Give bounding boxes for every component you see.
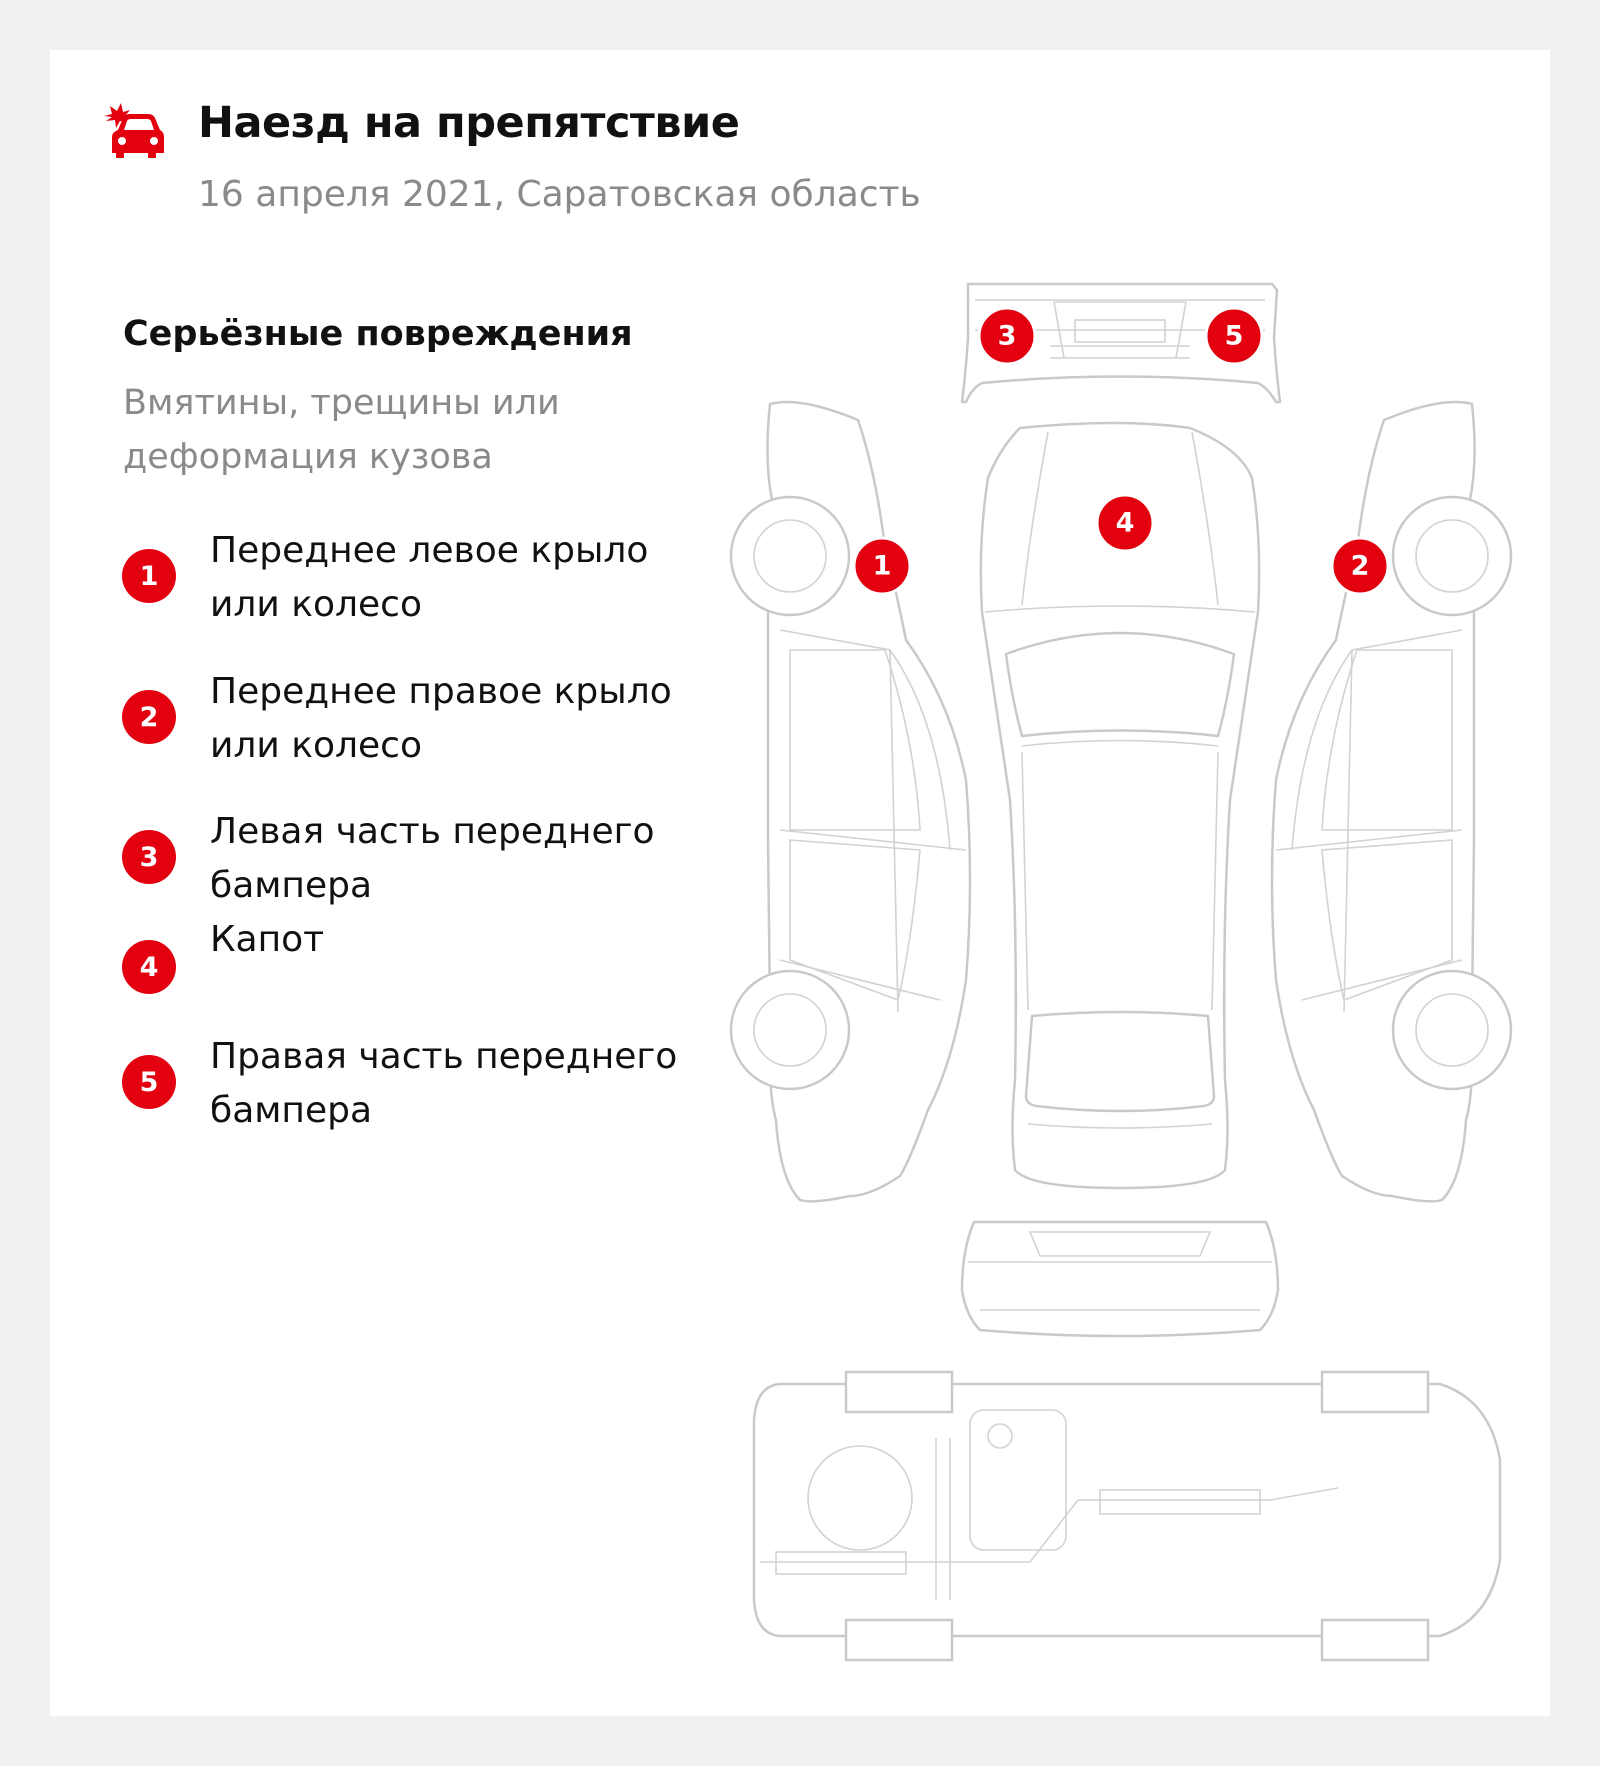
damage-marker[interactable]: 1 (852, 536, 912, 596)
damage-marker[interactable]: 3 (977, 306, 1037, 366)
damage-marker[interactable]: 4 (1095, 493, 1155, 553)
svg-text:1: 1 (873, 551, 892, 582)
svg-text:4: 4 (1116, 508, 1135, 539)
right-side-view (1270, 400, 1513, 1203)
underbody-view (752, 1370, 1502, 1662)
svg-text:5: 5 (1225, 321, 1244, 352)
damage-label: Левая часть переднего бампера (210, 811, 655, 906)
damage-marker[interactable]: 2 (1330, 536, 1390, 596)
damage-number-badge: 3 (122, 830, 176, 884)
svg-text:3: 3 (998, 321, 1017, 352)
front-bumper-view (960, 282, 1282, 404)
damage-number-badge: 5 (122, 1055, 176, 1109)
rear-bumper-view (960, 1220, 1280, 1338)
incident-title: Наезд на препятствие (198, 98, 740, 148)
top-view (979, 421, 1261, 1190)
damage-number-badge: 2 (122, 690, 176, 744)
damage-label: Капот (210, 919, 325, 960)
damage-label: Переднее левое крыло или колесо (210, 530, 649, 625)
damage-number-badge: 4 (122, 940, 176, 994)
severity-description: Вмятины, трещины или деформация кузова (123, 383, 560, 477)
damage-label: Правая часть переднего бампера (210, 1036, 678, 1131)
incident-date-location: 16 апреля 2021, Саратовская область (198, 174, 921, 215)
svg-text:2: 2 (1351, 551, 1370, 582)
severity-title: Серьёзные повреждения (123, 314, 633, 354)
car-crash-icon (104, 103, 164, 158)
damage-label: Переднее правое крыло или колесо (210, 671, 672, 766)
damage-number-badge: 1 (122, 549, 176, 603)
incident-card (50, 50, 1550, 1716)
left-side-view (729, 400, 972, 1203)
damage-marker[interactable]: 5 (1204, 306, 1264, 366)
